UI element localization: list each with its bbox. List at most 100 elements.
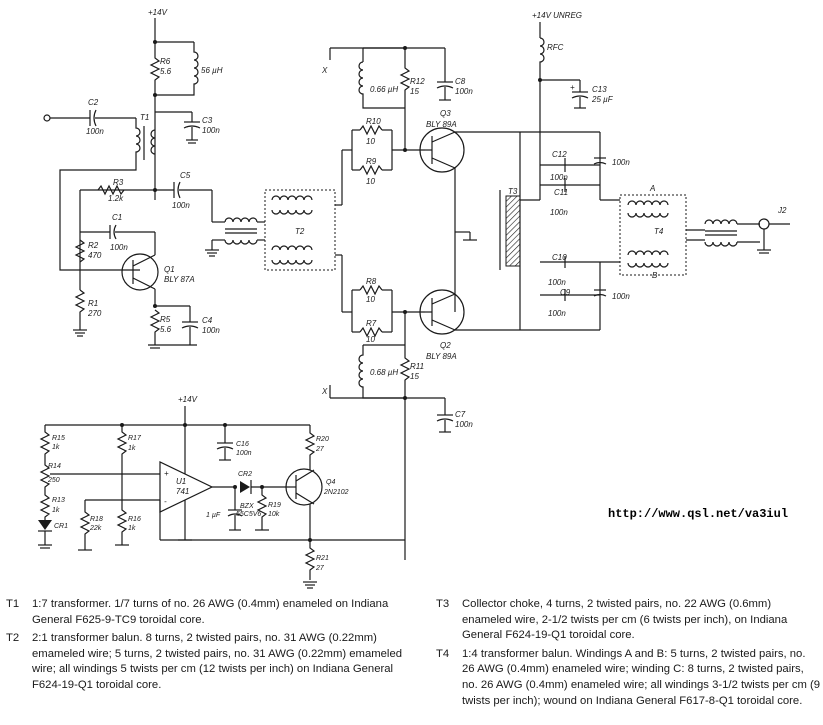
label-Q2: Q2 — [440, 341, 451, 350]
label-B: B — [652, 271, 658, 280]
value-C100k: 100n — [612, 158, 630, 167]
label-R17: R17 — [128, 435, 142, 442]
label-A: A — [649, 184, 655, 193]
label-R7: R7 — [366, 319, 377, 328]
value-C1uF: 1 µF — [206, 512, 221, 519]
output-section: +14V UNREG RFC + C13 25 µF T3 C12 100n C… — [499, 11, 790, 331]
output-connector-J2 — [758, 218, 770, 230]
label-RFC: RFC — [547, 43, 564, 52]
label-C11: C11 — [554, 188, 568, 197]
value-R13: 1k — [52, 507, 60, 514]
label-C16: C16 — [236, 441, 249, 448]
schematic-diagram: +14V R6 5.6 56 µH C3 100n C2 100n T1 — [38, 8, 790, 589]
value-C10: 100n — [548, 278, 566, 287]
value-R3: 1.2k — [108, 194, 124, 203]
value-R16: 1k — [128, 525, 136, 532]
supply-label-bias: +14V — [178, 395, 198, 404]
label-C8: C8 — [455, 77, 466, 86]
label-CR1: CR1 — [54, 523, 68, 530]
value-R5: 5.6 — [160, 325, 172, 334]
note-tag-T4: T4 — [436, 647, 450, 660]
lower-push-pull: R8 10 R7 10 Q2 BLY 89A 0.68 µH R11 15 X … — [321, 277, 520, 560]
transformer-notes: T1 1:7 transformer. 1/7 turns of no. 26 … — [6, 597, 821, 722]
value-R18: 22k — [89, 525, 102, 532]
label-CR2: CR2 — [238, 471, 252, 478]
note-text-T3: Collector choke, 4 turns, 2 twisted pair… — [462, 598, 788, 642]
bias-circuit: +14V R15 1k R14 250 R13 1k CR1 R18 22k R… — [38, 395, 405, 589]
value-R7: 10 — [366, 335, 375, 344]
note-tag-T2: T2 — [6, 632, 20, 645]
note-text-T1: 1:7 transformer. 1/7 turns of no. 26 AWG… — [32, 598, 389, 626]
value-Q1: BLY 87A — [164, 275, 195, 284]
label-R18: R18 — [90, 516, 103, 523]
value-U1: 741 — [176, 487, 189, 496]
value-R10: 10 — [366, 137, 375, 146]
value-C9: 100n — [548, 309, 566, 318]
label-C4: C4 — [202, 316, 213, 325]
value-R19: 10k — [268, 511, 280, 518]
value-R21: 27 — [315, 565, 325, 572]
label-Q4: Q4 — [326, 479, 335, 486]
value-R1: 270 — [87, 309, 102, 318]
value-Q4: 2N2102 — [323, 489, 349, 496]
label-C10: C10 — [552, 253, 567, 262]
opamp-U1 — [159, 461, 214, 513]
value-L068: 0.68 µH — [370, 368, 398, 377]
value-C16: 100n — [236, 450, 252, 457]
value-R20: 27 — [315, 446, 325, 453]
label-R16: R16 — [128, 516, 141, 523]
label-R14: R14 — [48, 463, 61, 470]
label-C13: C13 — [592, 85, 607, 94]
label-C12: C12 — [552, 150, 567, 159]
label-R15: R15 — [52, 435, 65, 442]
value-C2: 100n — [86, 127, 104, 136]
u1-minus: - — [164, 497, 167, 506]
label-R5: R5 — [160, 315, 171, 324]
label-R20: R20 — [316, 436, 329, 443]
value-CR2-type: 55C5V6 — [236, 511, 261, 518]
label-C1: C1 — [112, 213, 122, 222]
label-R12: R12 — [410, 77, 425, 86]
supply-label-pa: +14V UNREG — [532, 11, 582, 20]
c13-plus: + — [570, 83, 575, 92]
label-X-top: X — [321, 66, 328, 75]
value-CR2: BZX — [240, 503, 254, 510]
value-C12: 100n — [550, 173, 568, 182]
value-C1: 100n — [110, 243, 128, 252]
value-L56: 56 µH — [201, 66, 223, 75]
note-T2: T2 2:1 transformer balun. 8 turns, 2 twi… — [6, 631, 416, 693]
notes-right-column: T3 Collector choke, 4 turns, 2 twisted p… — [436, 597, 821, 712]
value-C11: 100n — [550, 208, 568, 217]
note-T4: T4 1:4 transformer balun. Windings A and… — [436, 647, 821, 709]
label-R2: R2 — [88, 241, 99, 250]
value-R15: 1k — [52, 444, 60, 451]
note-T3: T3 Collector choke, 4 turns, 2 twisted p… — [436, 597, 821, 644]
label-C7: C7 — [455, 410, 466, 419]
value-R12: 15 — [410, 87, 419, 96]
label-R3: R3 — [113, 178, 124, 187]
label-C9: C9 — [560, 288, 571, 297]
value-C7: 100n — [455, 420, 473, 429]
label-U1: U1 — [176, 477, 186, 486]
value-R2: 470 — [88, 251, 102, 260]
note-text-T4: 1:4 transformer balun. Windings A and B:… — [462, 647, 821, 707]
input-terminal — [43, 114, 51, 122]
label-R6: R6 — [160, 57, 171, 66]
transistor-Q4 — [285, 468, 323, 506]
label-R13: R13 — [52, 497, 65, 504]
value-R14: 250 — [47, 477, 60, 484]
label-T3: T3 — [508, 187, 518, 196]
upper-push-pull: X 0.66 µH R12 15 C8 100n R10 10 R9 10 — [321, 46, 520, 312]
value-C100n: 100n — [612, 292, 630, 301]
label-R10: R10 — [366, 117, 381, 126]
value-R6: 5.6 — [160, 67, 172, 76]
label-T2: T2 — [295, 227, 305, 236]
choke-T3 — [505, 195, 521, 267]
label-T4: T4 — [654, 227, 664, 236]
notes-left-column: T1 1:7 transformer. 1/7 turns of no. 26 … — [6, 597, 416, 697]
source-url: http://www.qsl.net/va3iul — [608, 507, 788, 521]
value-R8: 10 — [366, 295, 375, 304]
label-C5: C5 — [180, 171, 191, 180]
label-R19: R19 — [268, 502, 281, 509]
value-R11: 15 — [410, 372, 419, 381]
